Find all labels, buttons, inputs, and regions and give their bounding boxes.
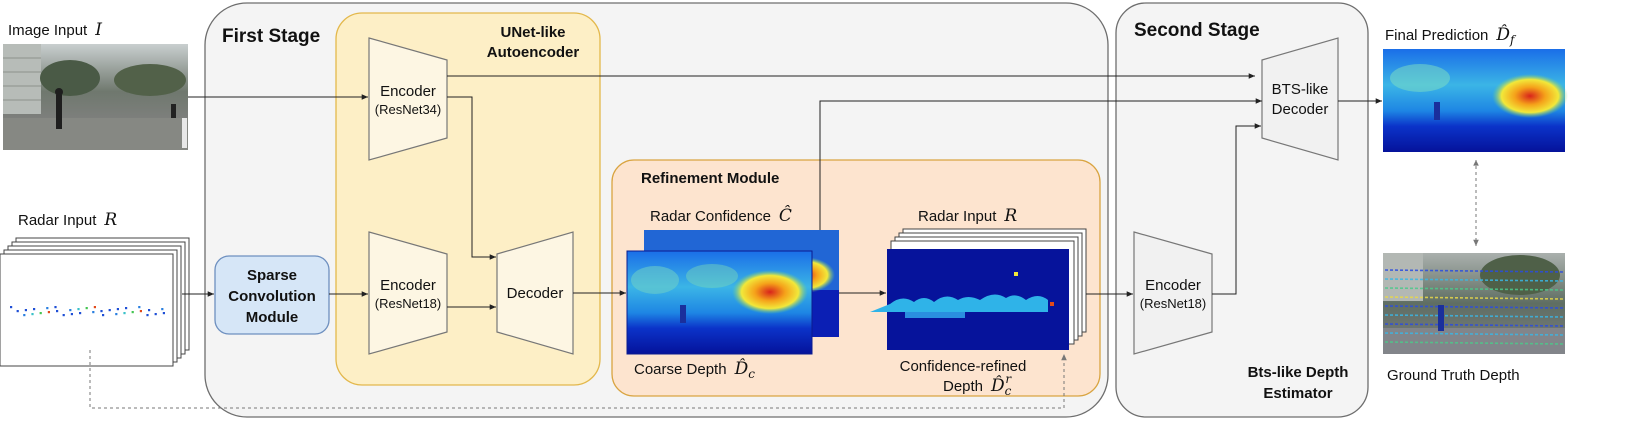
second-stage-encoder-block: Encoder (ResNet18) xyxy=(1133,231,1213,355)
radar-point xyxy=(77,308,80,311)
radar-points xyxy=(10,306,165,317)
radar-point xyxy=(16,310,19,313)
radar-point xyxy=(146,314,149,317)
autoencoder-title-line2: Autoencoder xyxy=(487,44,580,61)
radar-encoder-block: Encoder (ResNet18) xyxy=(368,231,448,355)
second-stage-title: Second Stage xyxy=(1134,20,1260,41)
final-prediction-map xyxy=(1383,49,1568,152)
radar-point xyxy=(138,306,141,309)
radar-point xyxy=(108,309,111,312)
bts-decoder-label-line1: BTS-like xyxy=(1272,81,1329,98)
image-encoder-block: Encoder (ResNet34) xyxy=(368,37,448,161)
radar-point xyxy=(93,306,96,309)
coarse-depth-map xyxy=(626,250,813,355)
second-encoder-label: Encoder xyxy=(1145,277,1201,294)
radar-point xyxy=(47,311,50,314)
sparse-label-line3: Module xyxy=(246,309,299,326)
radar-encoder-label: Encoder xyxy=(380,277,436,294)
radar-point xyxy=(24,309,27,312)
connections xyxy=(182,73,1382,310)
bts-decoder-block: BTS-like Decoder xyxy=(1261,37,1339,161)
radar-point xyxy=(154,313,157,316)
dashed-connections xyxy=(89,160,1479,409)
sparse-convolution-module: Sparse Convolution Module xyxy=(214,255,330,335)
estimator-label-line2: Estimator xyxy=(1263,385,1332,402)
radar-point xyxy=(139,310,142,313)
radar-point xyxy=(56,310,59,313)
radar-point xyxy=(23,314,26,317)
radar-point xyxy=(131,311,134,314)
radar-point xyxy=(31,313,34,316)
radar-point xyxy=(69,309,72,312)
radar-point xyxy=(102,314,105,317)
radar-point xyxy=(79,312,82,315)
radar-point xyxy=(33,308,36,311)
ground-truth-label: Ground Truth Depth xyxy=(1387,367,1520,384)
radar-point xyxy=(162,312,165,315)
refinement-title: Refinement Module xyxy=(641,170,779,187)
radar-point xyxy=(123,312,126,315)
radar-point xyxy=(85,307,88,310)
radar-point xyxy=(100,310,103,313)
radar-point xyxy=(62,314,65,317)
refined-depth-label-line1: Confidence-refined xyxy=(900,358,1027,375)
image-input-photo xyxy=(3,44,188,150)
radar-point xyxy=(39,312,42,315)
radar-point xyxy=(125,307,128,310)
radar-point xyxy=(116,308,119,311)
radar-point xyxy=(161,308,164,311)
decoder-label: Decoder xyxy=(507,285,564,302)
image-encoder-backbone: (ResNet34) xyxy=(375,102,441,117)
estimator-label-line1: Bts-like Depth xyxy=(1248,364,1349,381)
radar-point xyxy=(46,307,49,310)
radar-point xyxy=(148,309,151,312)
autoencoder-title-line1: UNet-like xyxy=(500,24,565,41)
radar-point xyxy=(10,306,13,309)
radar-encoder-backbone: (ResNet18) xyxy=(375,296,441,311)
radar-point xyxy=(70,313,73,316)
sparse-label-line1: Sparse xyxy=(247,267,297,284)
sparse-label-line2: Convolution xyxy=(228,288,315,305)
ground-truth-image xyxy=(1383,253,1565,354)
bts-decoder-label-line2: Decoder xyxy=(1272,101,1329,118)
first-stage-title: First Stage xyxy=(222,26,320,47)
radar-point xyxy=(115,313,118,316)
image-encoder-label: Encoder xyxy=(380,83,436,100)
second-encoder-backbone: (ResNet18) xyxy=(1140,296,1206,311)
radar-input-stack xyxy=(0,237,190,367)
confidence-refined-depth-map xyxy=(870,249,1069,350)
autoencoder-decoder-block: Decoder xyxy=(496,231,574,355)
radar-point xyxy=(92,311,95,314)
radar-point xyxy=(54,306,57,309)
